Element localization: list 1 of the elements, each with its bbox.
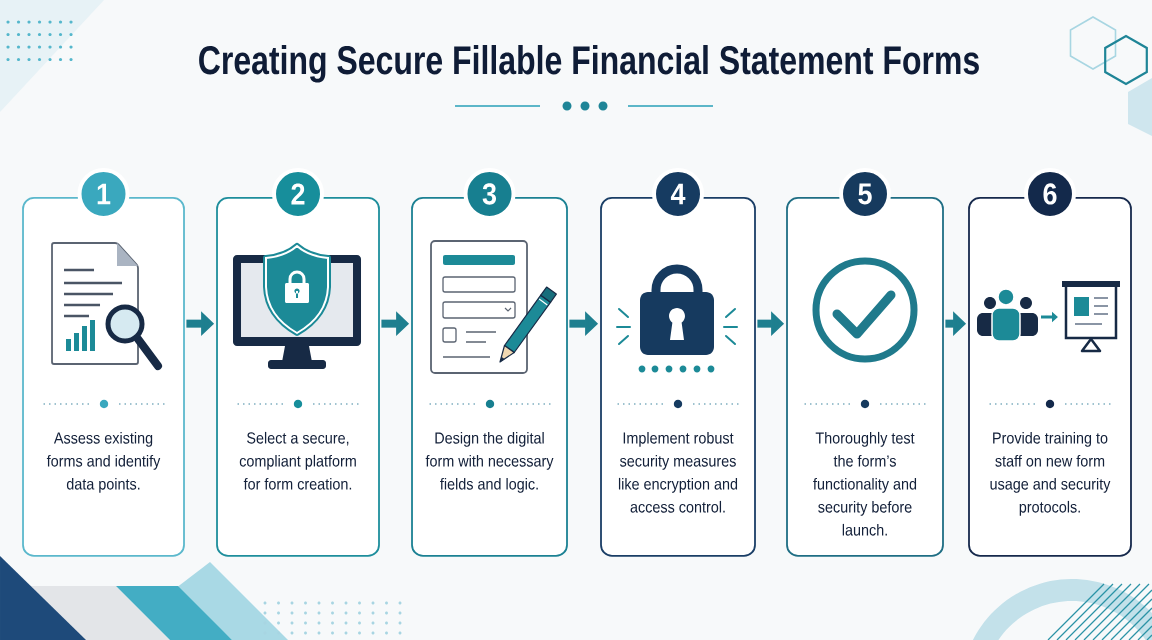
title: Creating Secure Fillable Financial Statement Forms — [199, 45, 979, 83]
